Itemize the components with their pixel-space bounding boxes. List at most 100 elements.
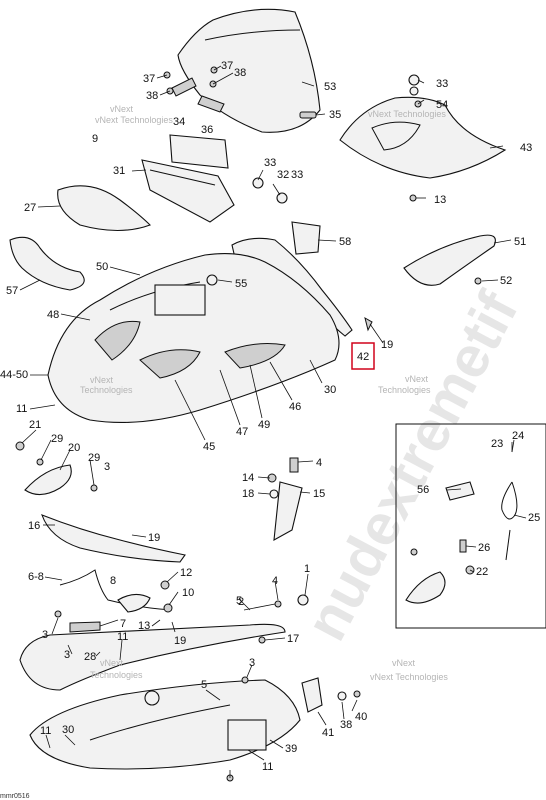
nut-1 — [297, 594, 309, 606]
callout-label: 32 — [277, 169, 289, 181]
callout-label: 5 — [236, 595, 242, 607]
callout-label: 19 — [148, 532, 160, 544]
callout-label: 17 — [287, 633, 299, 645]
callout-label: 8 — [110, 575, 116, 587]
callout-label: 11 — [40, 725, 51, 737]
callout-label: 11 — [262, 761, 273, 773]
leader-lines — [19, 65, 527, 778]
callout-label: 49 — [258, 419, 270, 431]
callout-label: 40 — [355, 711, 367, 723]
figure-code: mmr0516 — [0, 793, 30, 800]
watermark-text: vNext Technologies — [368, 109, 446, 119]
callout-label: 24 — [512, 430, 524, 442]
screw-21 — [15, 441, 25, 451]
callout-label: 58 — [339, 236, 351, 248]
callout-label: 20 — [68, 442, 80, 454]
panel-11 — [227, 719, 267, 751]
bracket-16 — [41, 514, 186, 563]
watermark-text: vNext — [110, 104, 134, 114]
washer-38 — [337, 691, 347, 701]
post-55 — [206, 274, 218, 286]
callout-label: 9 — [92, 133, 98, 145]
callout-label: 33 — [264, 157, 276, 169]
watermark-text: vNext — [405, 374, 429, 384]
callout-label: 53 — [324, 81, 336, 93]
watermark-text: Technologies — [378, 385, 431, 395]
bolt-4 — [289, 457, 299, 473]
callout-label: 51 — [514, 236, 526, 248]
grommet — [144, 690, 160, 706]
screw-3 — [241, 676, 249, 684]
callout-label: 7 — [120, 618, 126, 630]
callout-label: 28 — [84, 651, 96, 663]
callout-label: 3 — [42, 629, 48, 641]
callout-label: 43 — [520, 142, 532, 154]
screw-40 — [353, 690, 361, 698]
grommet-33 — [252, 177, 264, 189]
callout-label: 37 — [143, 73, 155, 85]
callout-label: 29 — [88, 452, 100, 464]
callout-label: 35 — [329, 109, 341, 121]
callout-label: 47 — [236, 426, 248, 438]
callout-label: 5 — [201, 679, 207, 691]
callout-labels: 37 38 37 38 34 36 9 53 35 33 54 43 31 33… — [0, 60, 540, 773]
washer-18 — [269, 489, 279, 499]
callout-label: 27 — [24, 202, 36, 214]
callout-label: 42 — [357, 351, 369, 363]
pad — [169, 134, 229, 169]
callout-label: 18 — [242, 488, 254, 500]
callout-label: 33 — [436, 78, 448, 90]
callout-label: 57 — [6, 285, 18, 297]
cable-25 — [501, 481, 518, 520]
callout-label: 3 — [64, 649, 70, 661]
windshield — [177, 8, 321, 133]
watermark-text: Technologies — [80, 385, 133, 395]
callout-label: 25 — [528, 512, 540, 524]
callout-label: 19 — [381, 339, 393, 351]
nut-13 — [409, 194, 417, 202]
callout-label: 3 — [104, 461, 110, 473]
callout-label: 10 — [182, 587, 194, 599]
callout-label: 34 — [173, 116, 185, 128]
callout-label: 50 — [96, 261, 108, 273]
callout-label: 31 — [113, 165, 125, 177]
callout-label: 52 — [500, 275, 512, 287]
callout-label: 46 — [289, 401, 301, 413]
grip-20 — [24, 464, 72, 496]
screw-35 — [299, 111, 317, 119]
callout-label: 39 — [285, 743, 297, 755]
clip-19 — [364, 316, 373, 332]
hood-vent — [224, 343, 286, 369]
callout-label: 26 — [478, 542, 490, 554]
clip-26 — [459, 539, 467, 553]
callout-label: 54 — [436, 99, 448, 111]
hood-opening — [154, 284, 206, 316]
callout-label: 23 — [491, 438, 503, 450]
handle-56 — [445, 481, 475, 501]
bracket-7 — [69, 621, 101, 633]
callout-label: 11 — [117, 631, 128, 643]
bumper-2 — [19, 623, 286, 691]
callout-label: 11 — [16, 403, 27, 415]
watermark-text: vNext Technologies — [370, 672, 448, 682]
bracket-41 — [301, 677, 323, 713]
hood-vent — [139, 349, 201, 379]
callout-label: 14 — [242, 472, 254, 484]
side-panel-43 — [339, 96, 507, 179]
clip-17 — [258, 636, 266, 644]
bracket-58 — [291, 221, 321, 255]
bolt-4 — [274, 600, 282, 608]
windshield-bracket — [197, 95, 225, 113]
callout-label: 22 — [476, 566, 488, 578]
screw-12 — [160, 580, 170, 590]
grip-inset — [405, 571, 446, 604]
washer-10 — [163, 603, 173, 613]
watermark-text: vNext Technologies — [95, 115, 173, 125]
callout-label: 1 — [304, 563, 310, 575]
callout-label: 55 — [235, 278, 247, 290]
trim-57 — [9, 236, 85, 291]
callout-label: 16 — [28, 520, 40, 532]
cap-33 — [409, 86, 419, 96]
watermark-text: vNext — [392, 658, 416, 668]
